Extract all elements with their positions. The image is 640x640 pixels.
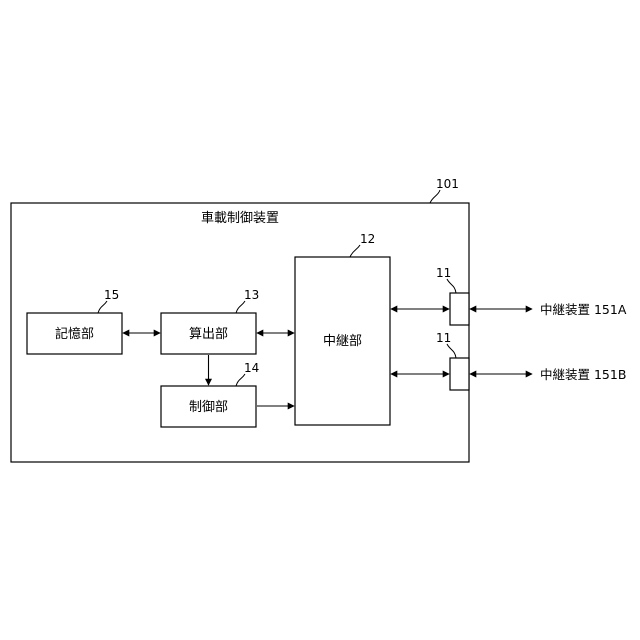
external-relay-device-b-label: 中継装置 151B (540, 367, 626, 382)
onboard-control-device-title: 車載制御装置 (201, 211, 279, 226)
port-a-ref-leader (447, 279, 456, 293)
port-b-ref-leader (447, 344, 456, 358)
control-unit-label: 制御部 (189, 400, 228, 415)
port-a-box (450, 293, 469, 325)
storage-ref-leader (98, 301, 107, 313)
port-b-ref-number: 11 (436, 331, 451, 345)
port-a-ref-number: 11 (436, 266, 451, 280)
calculation-ref-number: 13 (244, 288, 259, 302)
relay-ref-number: 12 (360, 232, 375, 246)
relay-unit-label: 中継部 (323, 334, 362, 349)
control-ref-number: 14 (244, 361, 259, 375)
device-ref-number: 101 (436, 177, 459, 191)
device-ref-leader (430, 190, 440, 203)
storage-ref-number: 15 (104, 288, 119, 302)
external-relay-device-a-label: 中継装置 151A (540, 302, 627, 317)
storage-unit-label: 記憶部 (55, 326, 94, 342)
calculation-unit-label: 算出部 (189, 327, 228, 342)
port-b-box (450, 358, 469, 390)
relay-ref-leader (350, 245, 360, 257)
calculation-ref-leader (236, 301, 245, 313)
control-ref-leader (236, 374, 245, 386)
